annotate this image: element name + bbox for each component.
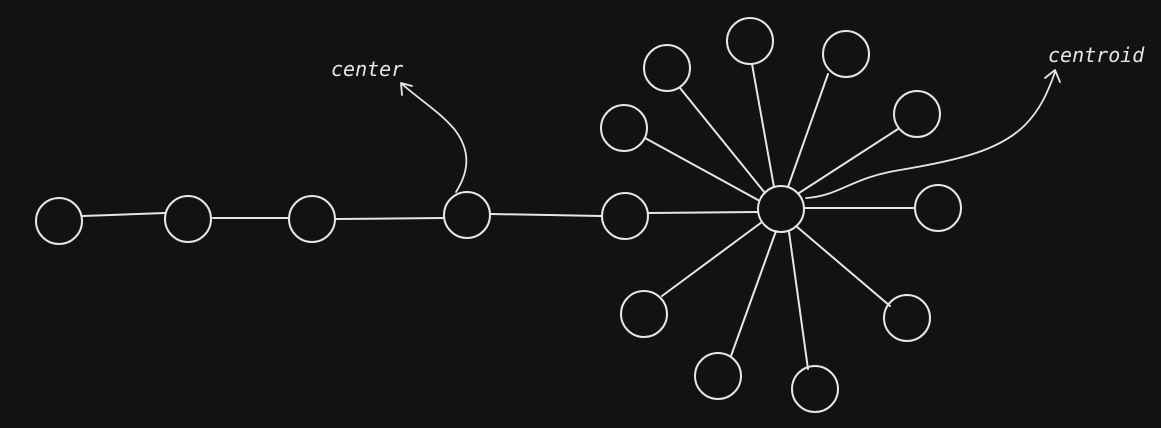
- leaf-node: [914, 184, 962, 232]
- centroid-node: [757, 185, 805, 233]
- leaf-node: [893, 90, 941, 138]
- spoke-edge: [787, 73, 829, 188]
- leaf-node: [883, 294, 931, 342]
- leaf-node: [726, 17, 774, 65]
- leaf-node: [791, 365, 839, 413]
- leaf-node: [600, 104, 648, 152]
- center-arrow: [401, 83, 468, 193]
- center-arrow-head: [400, 82, 413, 96]
- center-label: center: [331, 57, 403, 81]
- edge-3-4: [335, 217, 444, 220]
- centroid-arrow: [805, 71, 1056, 199]
- leaf-node: [620, 290, 668, 338]
- spoke-edge: [644, 137, 759, 201]
- star-nodes: [600, 17, 962, 413]
- edge-5-hub: [648, 211, 759, 214]
- center-node: [443, 191, 491, 239]
- path-edges: [82, 211, 759, 220]
- star-edges: [644, 63, 916, 370]
- node: [164, 195, 212, 243]
- spoke-edge: [730, 230, 777, 357]
- edge-1-2: [82, 212, 166, 217]
- edge-4-5: [490, 213, 602, 217]
- path-nodes: [35, 191, 649, 245]
- spoke-edge: [661, 221, 763, 297]
- centroid-label: centroid: [1048, 43, 1145, 67]
- center-annotation: center: [331, 57, 468, 193]
- centroid-arrow-head: [1044, 69, 1061, 83]
- leaf-node: [822, 30, 870, 78]
- centroid-annotation: centroid: [805, 43, 1145, 199]
- spoke-edge: [798, 128, 899, 194]
- leaf-node: [694, 352, 742, 400]
- node: [288, 195, 336, 243]
- spoke-edge: [795, 225, 891, 307]
- node: [601, 192, 649, 240]
- leaf-node: [643, 44, 691, 92]
- spoke-edge: [751, 63, 775, 188]
- spoke-edge: [788, 231, 809, 370]
- node: [35, 197, 83, 245]
- spoke-edge: [679, 87, 766, 194]
